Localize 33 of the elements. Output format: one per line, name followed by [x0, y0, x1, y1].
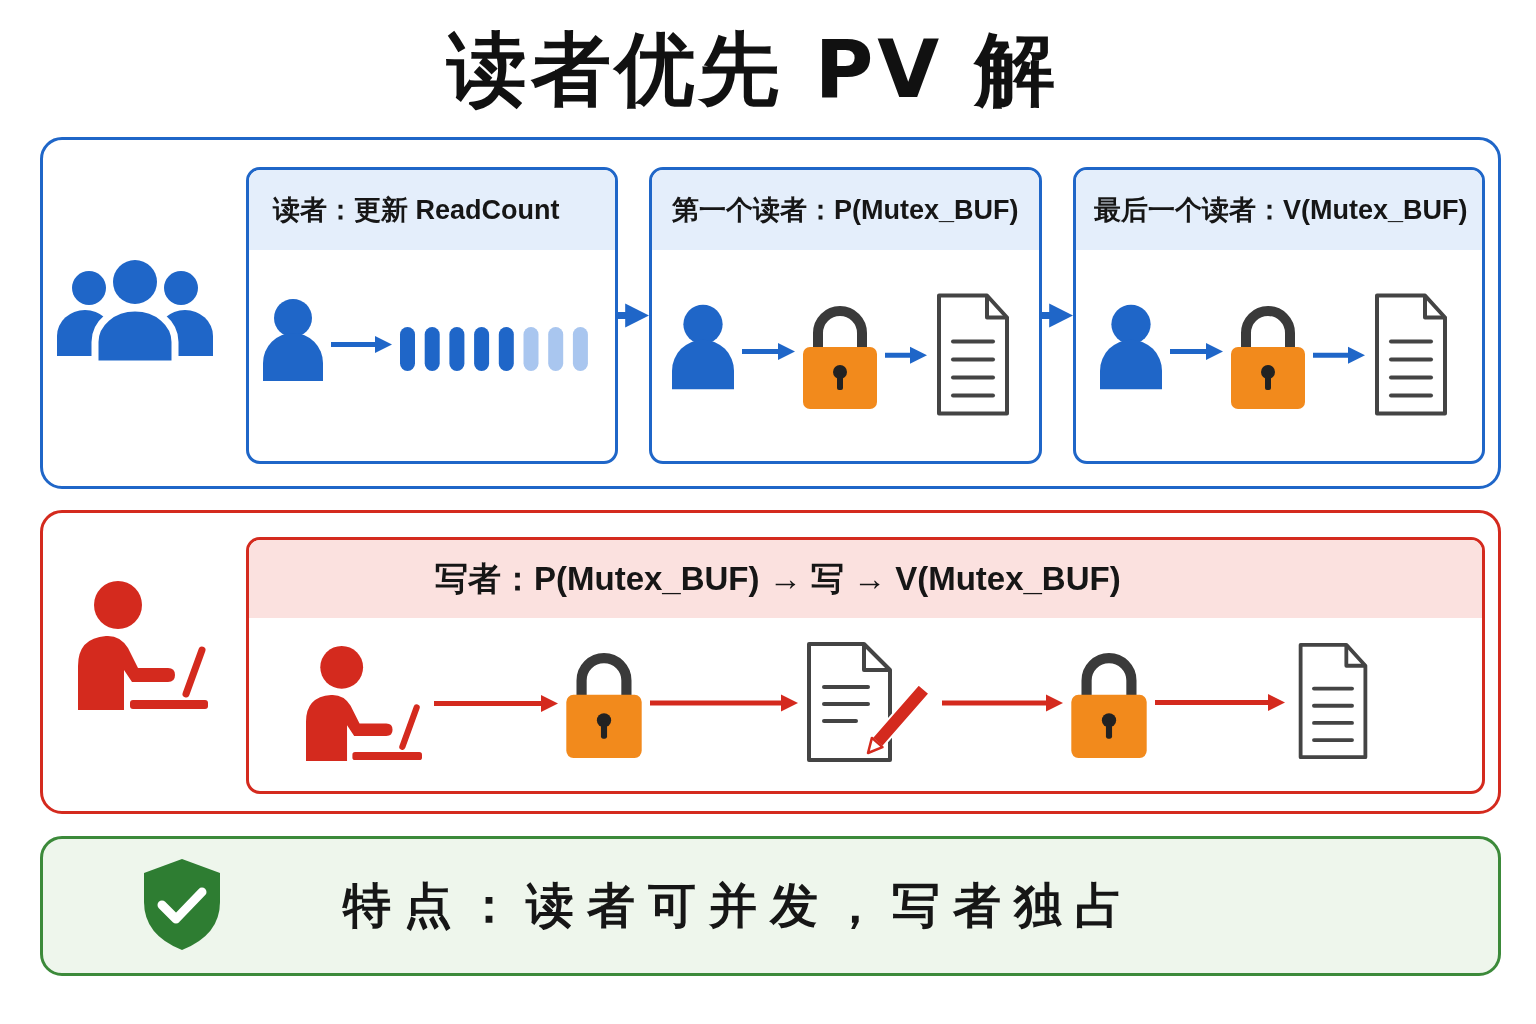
padlock-icon [566, 650, 642, 758]
arrow [618, 303, 649, 328]
document-icon [935, 291, 1011, 418]
summary-panel [40, 836, 1501, 976]
arrow [1042, 303, 1073, 328]
card-header: 写者：P(Mutex_BUF) → 写 → V(Mutex_BUF) [249, 540, 1482, 618]
person-icon [672, 304, 734, 390]
arrow [1313, 346, 1365, 364]
step-card [246, 537, 1485, 794]
step-card [246, 167, 618, 464]
padlock-icon [1071, 650, 1147, 758]
arrow [434, 695, 558, 712]
arrow [331, 336, 392, 353]
document-icon [1373, 291, 1449, 418]
bars-icon [400, 327, 588, 371]
padlock-icon [1231, 303, 1305, 409]
arrow [650, 694, 798, 712]
summary-text: 特点：读者可并发，写者独占 [343, 877, 1136, 933]
arrow [1155, 694, 1285, 711]
title: 读者优先 PV 解 [446, 30, 1060, 110]
group-panel [40, 510, 1501, 814]
person-icon [1100, 304, 1162, 390]
group-panel [40, 137, 1501, 489]
card-header: 第一个读者：P(Mutex_BUF) [652, 170, 1039, 250]
step-card [649, 167, 1042, 464]
step-card [1073, 167, 1485, 464]
card-header: 最后一个读者：V(Mutex_BUF) [1076, 170, 1482, 250]
arrow [942, 694, 1063, 712]
arrow [742, 343, 795, 360]
person-icon [263, 299, 323, 381]
arrow [885, 346, 927, 364]
arrow [1170, 343, 1223, 360]
card-header: 读者：更新 ReadCount [249, 170, 615, 250]
